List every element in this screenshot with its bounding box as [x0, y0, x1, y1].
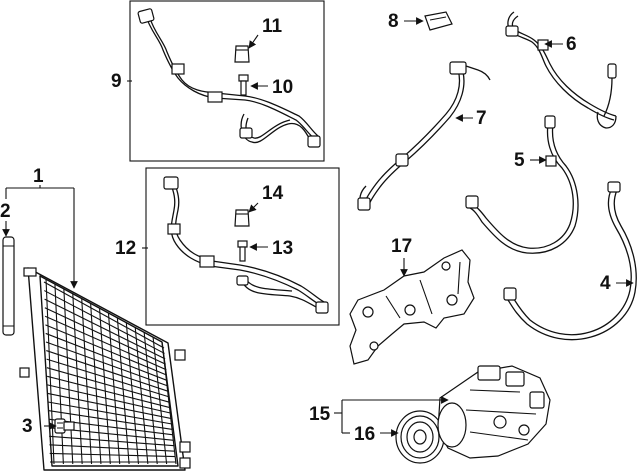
- callout-4: 4: [600, 273, 611, 294]
- callout-2: 2: [0, 201, 11, 222]
- callout-14: 14: [262, 183, 284, 204]
- callout-17: 17: [391, 236, 412, 257]
- hose-5: [465, 115, 579, 254]
- callout-13: 13: [272, 238, 293, 259]
- callout-5: 5: [514, 150, 525, 171]
- callout-9: 9: [111, 71, 122, 92]
- callout-7: 7: [476, 108, 487, 129]
- callout-6: 6: [566, 34, 577, 55]
- callout-16: 16: [354, 424, 375, 445]
- cap-14: [234, 209, 250, 227]
- condenser: [19, 267, 191, 471]
- callout-8: 8: [388, 11, 399, 32]
- receiver-drier: [2, 236, 15, 336]
- bracket-8: [424, 11, 453, 31]
- callout-11: 11: [262, 16, 283, 37]
- hose-assembly-12: [163, 176, 329, 314]
- hose-6: [505, 11, 617, 129]
- callout-3: 3: [22, 416, 33, 437]
- callout-12: 12: [115, 238, 136, 259]
- compressor: [437, 365, 551, 459]
- hose-7: [357, 61, 491, 211]
- clutch-pulley: [395, 410, 445, 464]
- hose-assembly-9: [137, 8, 321, 148]
- cap-11: [234, 45, 250, 63]
- callout-10: 10: [272, 77, 293, 98]
- callout-15: 15: [309, 404, 331, 425]
- group-box-9: [129, 0, 325, 162]
- pressure-switch: [54, 418, 75, 434]
- valve-core-13: [237, 240, 248, 262]
- callout-1: 1: [33, 166, 44, 187]
- group-box-12: [145, 167, 340, 326]
- hose-4: [503, 181, 637, 341]
- compressor-bracket: [349, 249, 475, 365]
- valve-core-10: [238, 74, 249, 96]
